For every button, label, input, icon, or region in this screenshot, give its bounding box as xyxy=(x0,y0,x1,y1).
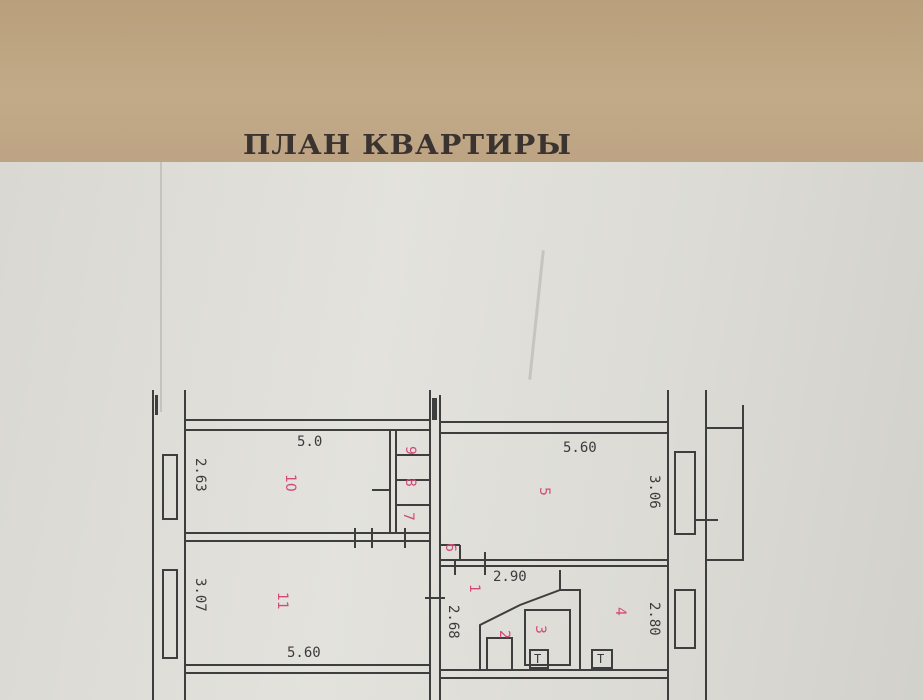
dimension-bottom-left-width: 5.60 xyxy=(287,645,321,661)
room-number-2: 2 xyxy=(496,630,512,639)
room-number-3: 3 xyxy=(532,625,548,634)
dimension-mid-center-width: 2.90 xyxy=(493,569,527,585)
dimension-top-right-width: 5.60 xyxy=(563,440,597,456)
room-number-9: 9 xyxy=(402,446,418,455)
paper-crease xyxy=(160,162,162,412)
dimension-mid-right-height: 2.80 xyxy=(646,602,662,636)
fixture-label-t1: T xyxy=(534,652,542,666)
room-number-1: 1 xyxy=(466,584,482,593)
room-number-8: 8 xyxy=(402,478,418,487)
fixture-boxes xyxy=(529,649,613,669)
dimension-bottom-left-height: 3.07 xyxy=(192,578,208,612)
cardboard-folder xyxy=(0,0,923,175)
dimension-mid-center-height: 2.68 xyxy=(445,605,461,639)
fixture-label-t2: T xyxy=(597,652,605,666)
dimension-top-left-height: 2.63 xyxy=(192,458,208,492)
dimension-top-left-width: 5.0 xyxy=(297,434,323,450)
room-number-5: 5 xyxy=(536,487,552,496)
room-number-6: 6 xyxy=(442,543,458,552)
room-number-7: 7 xyxy=(400,512,416,521)
dimension-top-right-height: 3.06 xyxy=(646,475,662,509)
document-title: ПЛАН КВАРТИРЫ xyxy=(243,129,573,161)
room-number-10: 10 xyxy=(282,474,298,492)
room-number-4: 4 xyxy=(612,607,628,616)
room-number-11: 11 xyxy=(274,592,290,610)
